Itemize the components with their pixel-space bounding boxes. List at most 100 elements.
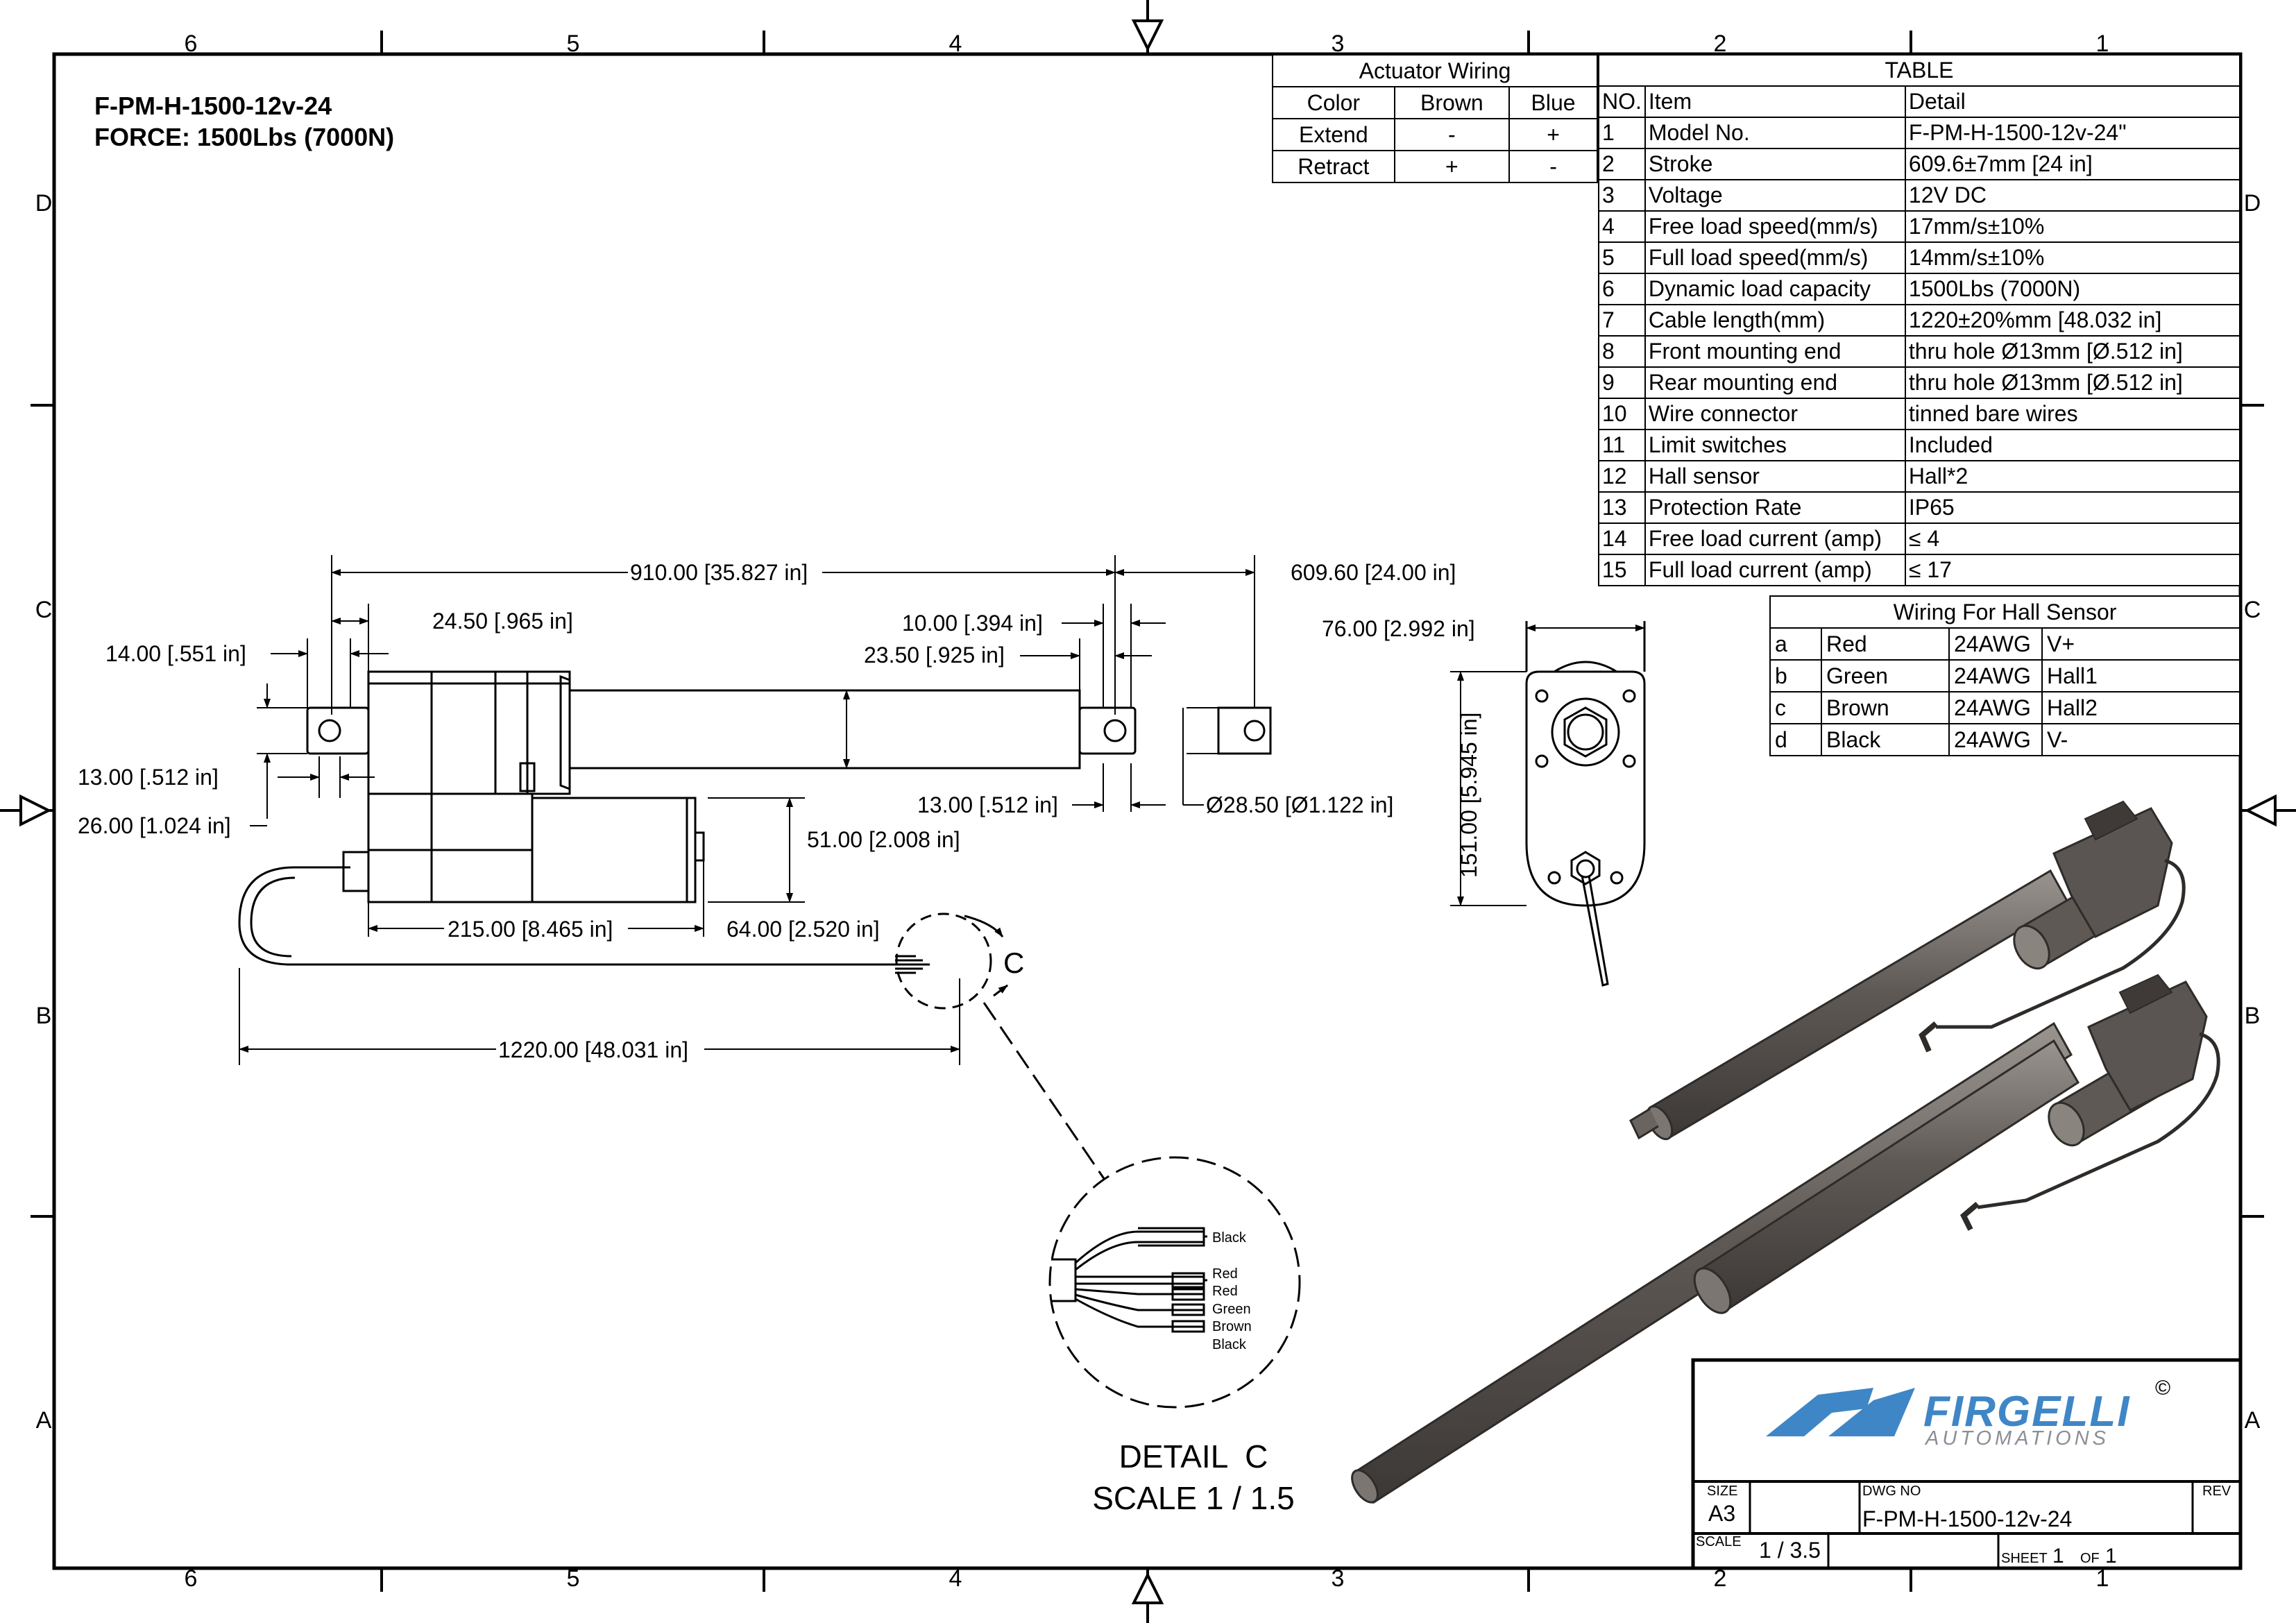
- spec-no: 7: [1598, 304, 1646, 337]
- detail-marker: C: [1003, 946, 1024, 979]
- spec-item: Wire connector: [1644, 398, 1906, 430]
- spec-no: 13: [1598, 491, 1646, 524]
- wiring-header: Color: [1272, 86, 1395, 119]
- spec-detail: 1220±20%mm [48.032 in]: [1904, 304, 2241, 337]
- spec-header: NO.: [1598, 85, 1646, 118]
- sheet-label: SHEET: [2001, 1551, 2048, 1566]
- spec-detail: 12V DC: [1904, 179, 2241, 212]
- row-letter: B: [36, 1003, 52, 1029]
- hall-signal: Hall1: [2041, 659, 2240, 692]
- model-title: F-PM-H-1500-12v-24: [94, 92, 332, 120]
- spec-no: 14: [1598, 522, 1646, 555]
- hall-pin: c: [1769, 691, 1822, 724]
- row-letter: C: [35, 597, 53, 623]
- hall-signal: Hall2: [2041, 691, 2240, 724]
- spec-item: Voltage: [1644, 179, 1906, 212]
- col-number: 4: [949, 31, 962, 57]
- dim-overall: 910.00 [35.827 in]: [630, 560, 808, 585]
- col-number: 2: [1714, 1565, 1727, 1592]
- title-block: [1691, 1358, 2243, 1570]
- col-number: 5: [567, 1565, 580, 1592]
- col-number: 6: [185, 1565, 198, 1592]
- dimension-lines: [239, 555, 1255, 1065]
- spec-header: Detail: [1904, 85, 2241, 118]
- detail-wire-label: Black: [1212, 1337, 1247, 1352]
- wiring-cell: +: [1508, 118, 1598, 151]
- wiring-cell: -: [1393, 118, 1511, 151]
- spec-no: 12: [1598, 460, 1646, 493]
- dim-front-lug: 10.00 [.394 in]: [902, 611, 1043, 636]
- hall-signal: V+: [2041, 627, 2240, 661]
- hall-signal: V-: [2041, 723, 2240, 756]
- spec-item: Cable length(mm): [1644, 304, 1906, 337]
- dim-rear-height: 26.00 [1.024 in]: [78, 813, 231, 838]
- detail-wire-label: Green: [1212, 1302, 1251, 1317]
- detail-title: DETAIL C: [1119, 1438, 1268, 1475]
- end-view: [1450, 621, 1646, 987]
- hall-gauge: 24AWG: [1948, 691, 2043, 724]
- dim-body-height: 51.00 [2.008 in]: [807, 827, 960, 852]
- col-number: 5: [567, 31, 580, 57]
- detail-scale: SCALE 1 / 1.5: [1092, 1480, 1295, 1516]
- of-value: 1: [2105, 1545, 2117, 1567]
- spec-no: 1: [1598, 117, 1646, 149]
- row-letter: B: [2245, 1003, 2261, 1029]
- detail-wire-label: Red: [1212, 1284, 1238, 1299]
- row-letter: A: [36, 1407, 52, 1434]
- size-label: SIZE: [1707, 1484, 1737, 1499]
- spec-detail: 609.6±7mm [24 in]: [1904, 148, 2241, 180]
- detail-wire-label: Brown: [1212, 1319, 1252, 1334]
- logo-sub: AUTOMATIONS: [1924, 1427, 2109, 1450]
- iso-view-bottom: [1351, 974, 2220, 1504]
- side-view: [238, 670, 1272, 1010]
- dim-rod-dia: Ø28.50 [Ø1.122 in]: [1206, 792, 1393, 817]
- sheet-value: 1: [2052, 1545, 2064, 1567]
- detail-view: [1048, 1156, 1301, 1409]
- spec-item: Full load speed(mm/s): [1644, 241, 1906, 274]
- spec-no: 15: [1598, 554, 1646, 586]
- detail-arrow: [993, 984, 1008, 997]
- spec-detail: thru hole Ø13mm [Ø.512 in]: [1904, 335, 2241, 368]
- detail-arrow: [964, 915, 1004, 937]
- dim-front-hole: 13.00 [.512 in]: [917, 792, 1058, 817]
- spec-item: Full load current (amp): [1644, 554, 1906, 586]
- row-letter: D: [2244, 190, 2261, 216]
- actuator-wiring-table: Actuator Wiring Color Brown Blue Extend …: [1272, 54, 1598, 183]
- wiring-table-title: Actuator Wiring: [1272, 54, 1598, 87]
- spec-item: Model No.: [1644, 117, 1906, 149]
- spec-item: Free load speed(mm/s): [1644, 210, 1906, 243]
- spec-detail: ≤ 4: [1904, 522, 2241, 555]
- spec-no: 4: [1598, 210, 1646, 243]
- hall-table-title: Wiring For Hall Sensor: [1769, 595, 2240, 629]
- spec-detail: Included: [1904, 429, 2241, 461]
- size-value: A3: [1708, 1501, 1735, 1526]
- hall-gauge: 24AWG: [1948, 723, 2043, 756]
- row-letter: A: [2245, 1407, 2261, 1434]
- spec-no: 5: [1598, 241, 1646, 274]
- spec-no: 2: [1598, 148, 1646, 180]
- spec-header: Item: [1644, 85, 1906, 118]
- scale-value: 1 / 3.5: [1759, 1538, 1821, 1563]
- spec-no: 11: [1598, 429, 1646, 461]
- spec-no: 9: [1598, 366, 1646, 399]
- spec-item: Limit switches: [1644, 429, 1906, 461]
- dwg-label: DWG NO: [1862, 1484, 1921, 1499]
- spec-item: Protection Rate: [1644, 491, 1906, 524]
- spec-no: 6: [1598, 273, 1646, 305]
